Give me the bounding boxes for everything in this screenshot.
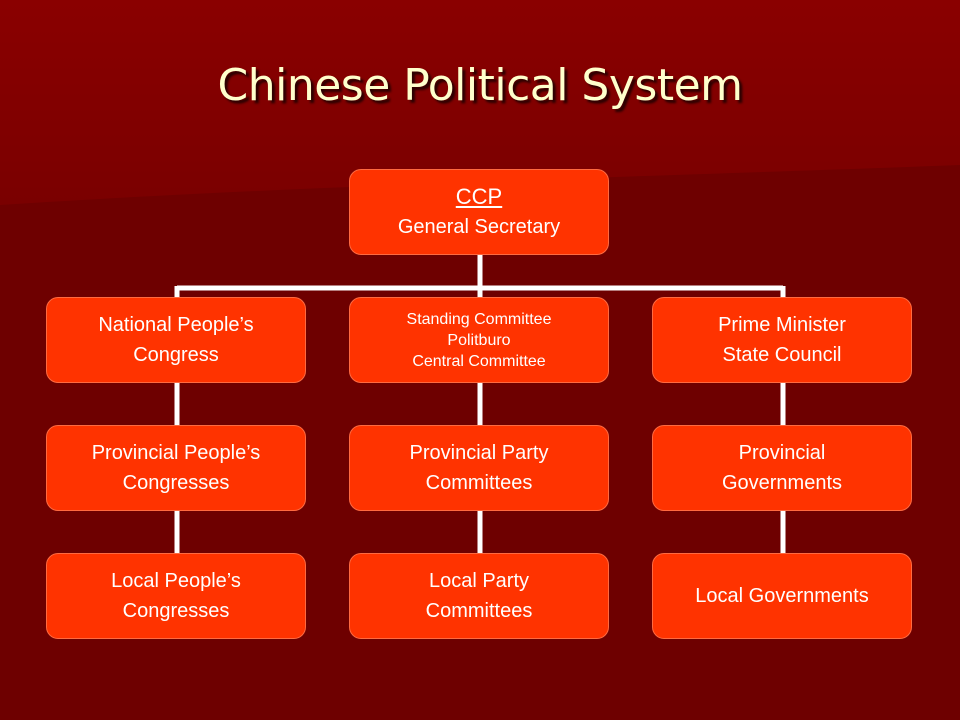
box-provincial-party-committees: Provincial Party Committees bbox=[349, 425, 609, 511]
box-line: Local Party bbox=[428, 570, 530, 592]
box-line: Politburo bbox=[447, 331, 511, 349]
box-line: Provincial Party bbox=[409, 442, 549, 464]
box-line: State Council bbox=[722, 344, 842, 366]
box-prime-minister: Prime Minister State Council bbox=[652, 297, 912, 383]
box-line: National People’s bbox=[98, 314, 254, 336]
root-box-ccp: CCP General Secretary bbox=[349, 169, 609, 255]
box-line: Local People’s bbox=[111, 570, 241, 592]
box-line: Committees bbox=[425, 472, 533, 494]
box-line: Central Committee bbox=[412, 352, 546, 370]
box-local-party-committees: Local Party Committees bbox=[349, 553, 609, 639]
slide-title: Chinese Political System bbox=[217, 60, 743, 111]
box-line: Local Governments bbox=[695, 585, 869, 607]
box-line: Governments bbox=[721, 472, 843, 494]
box-line: Congresses bbox=[122, 472, 230, 494]
root-line-ccp: CCP bbox=[455, 184, 503, 209]
box-line: Congresses bbox=[122, 600, 230, 622]
box-line: Provincial bbox=[738, 442, 826, 464]
root-line-general-secretary: General Secretary bbox=[397, 216, 561, 238]
box-local-peoples-congresses: Local People’s Congresses bbox=[46, 553, 306, 639]
box-national-peoples-congress: National People’s Congress bbox=[46, 297, 306, 383]
box-line: Prime Minister bbox=[718, 314, 846, 336]
box-provincial-peoples-congresses: Provincial People’s Congresses bbox=[46, 425, 306, 511]
box-line: Congress bbox=[133, 344, 219, 366]
box-line: Committees bbox=[425, 600, 533, 622]
box-standing-committee: Standing Committee Politburo Central Com… bbox=[349, 297, 609, 383]
box-local-governments: Local Governments bbox=[652, 553, 912, 639]
box-provincial-governments: Provincial Governments bbox=[652, 425, 912, 511]
box-line: Standing Committee bbox=[406, 310, 552, 328]
box-line: Provincial People’s bbox=[91, 442, 261, 464]
